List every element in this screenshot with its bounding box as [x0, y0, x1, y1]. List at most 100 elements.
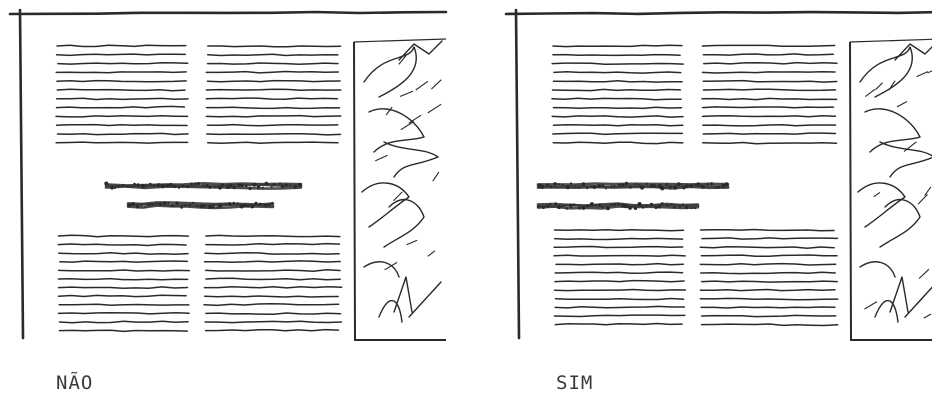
- text-line: [703, 89, 835, 90]
- plant-vein: [925, 187, 931, 196]
- text-line: [206, 116, 340, 117]
- plant-vein: [917, 72, 928, 77]
- plant-leaf: [880, 142, 932, 177]
- text-line: [58, 295, 186, 296]
- text-column-top-left: [552, 45, 683, 143]
- text-line: [58, 244, 186, 246]
- text-line: [703, 54, 833, 55]
- text-line: [555, 315, 685, 316]
- text-line: [208, 81, 341, 82]
- plant-vein: [924, 314, 931, 318]
- text-line: [702, 45, 834, 46]
- text-line: [703, 107, 834, 108]
- text-line: [56, 72, 186, 73]
- text-line: [207, 134, 341, 135]
- text-line: [554, 81, 683, 82]
- text-line: [555, 272, 682, 273]
- text-line: [205, 261, 341, 262]
- headline-line-2: [127, 201, 273, 209]
- text-line: [554, 107, 682, 108]
- plant-leaf: [860, 47, 912, 97]
- text-line: [205, 296, 338, 297]
- plant-leaf: [394, 277, 412, 312]
- text-line: [555, 290, 686, 291]
- plant-leaf: [875, 301, 898, 322]
- plant-vein: [865, 302, 877, 310]
- text-line: [701, 255, 837, 256]
- text-line: [702, 324, 838, 326]
- text-line: [59, 270, 190, 271]
- plant-leaf: [860, 262, 895, 277]
- text-line: [553, 45, 682, 46]
- text-line: [556, 299, 684, 300]
- text-line: [57, 106, 185, 107]
- text-line: [57, 125, 188, 126]
- page-left-edge: [516, 10, 519, 338]
- text-line: [555, 230, 684, 231]
- text-line: [703, 125, 836, 126]
- caption-sim: SIM: [556, 372, 593, 394]
- text-line: [206, 89, 340, 90]
- text-line: [60, 321, 189, 323]
- text-line: [59, 253, 188, 254]
- text-line: [58, 63, 188, 64]
- plant-vein: [876, 83, 883, 90]
- text-line: [204, 304, 339, 306]
- plant-vein: [431, 80, 441, 89]
- plant-leaf: [379, 301, 402, 322]
- plant-leaf: [362, 183, 409, 227]
- text-line: [701, 272, 836, 273]
- page-left-edge: [20, 10, 23, 338]
- text-line: [59, 313, 190, 314]
- text-line: [555, 306, 684, 308]
- plant-vein: [918, 194, 928, 204]
- text-line: [555, 238, 683, 239]
- text-column-top-left: [56, 45, 188, 143]
- caption-nao: NÃO: [56, 372, 93, 394]
- text-line: [553, 133, 683, 134]
- text-column-bottom-left: [554, 230, 685, 325]
- text-line: [555, 281, 684, 282]
- text-line: [555, 324, 682, 325]
- plant-leaf: [905, 282, 932, 317]
- plant-vein: [928, 67, 932, 73]
- plant-leaf: [364, 47, 416, 97]
- newspaper-panel-nao: [10, 10, 446, 340]
- plant-leaf: [895, 41, 932, 60]
- plant-leaf: [880, 200, 920, 247]
- text-line: [60, 261, 187, 262]
- text-line: [553, 89, 681, 90]
- text-line: [703, 133, 835, 134]
- text-line: [701, 307, 835, 308]
- text-line: [207, 125, 337, 126]
- plant-vein: [865, 89, 875, 96]
- text-line: [704, 63, 837, 64]
- text-line: [59, 287, 188, 288]
- plant-vein: [401, 122, 414, 130]
- page-top-edge: [506, 12, 932, 14]
- text-line: [58, 279, 187, 280]
- plant-illustration: [354, 39, 446, 340]
- text-line: [56, 116, 188, 117]
- plant-vein: [416, 81, 428, 90]
- text-line: [700, 264, 835, 265]
- plant-leaf: [858, 183, 905, 227]
- text-line: [207, 107, 340, 108]
- text-column-bottom-right: [204, 235, 342, 330]
- text-column-top-right: [206, 46, 341, 143]
- text-column-bottom-right: [700, 230, 838, 326]
- text-line: [57, 98, 188, 99]
- text-column-top-right: [702, 45, 837, 143]
- page-top-edge: [10, 12, 446, 14]
- newspaper-panel-sim: [506, 10, 932, 340]
- plant-vein: [428, 104, 442, 113]
- headline-line-1: [104, 182, 302, 191]
- text-line: [58, 133, 189, 134]
- headline-line-1: [538, 182, 729, 191]
- plant-vein: [874, 192, 880, 196]
- plant-vein: [375, 155, 387, 161]
- text-line: [703, 116, 836, 117]
- text-line: [56, 142, 188, 143]
- plant-frame-top: [850, 39, 932, 42]
